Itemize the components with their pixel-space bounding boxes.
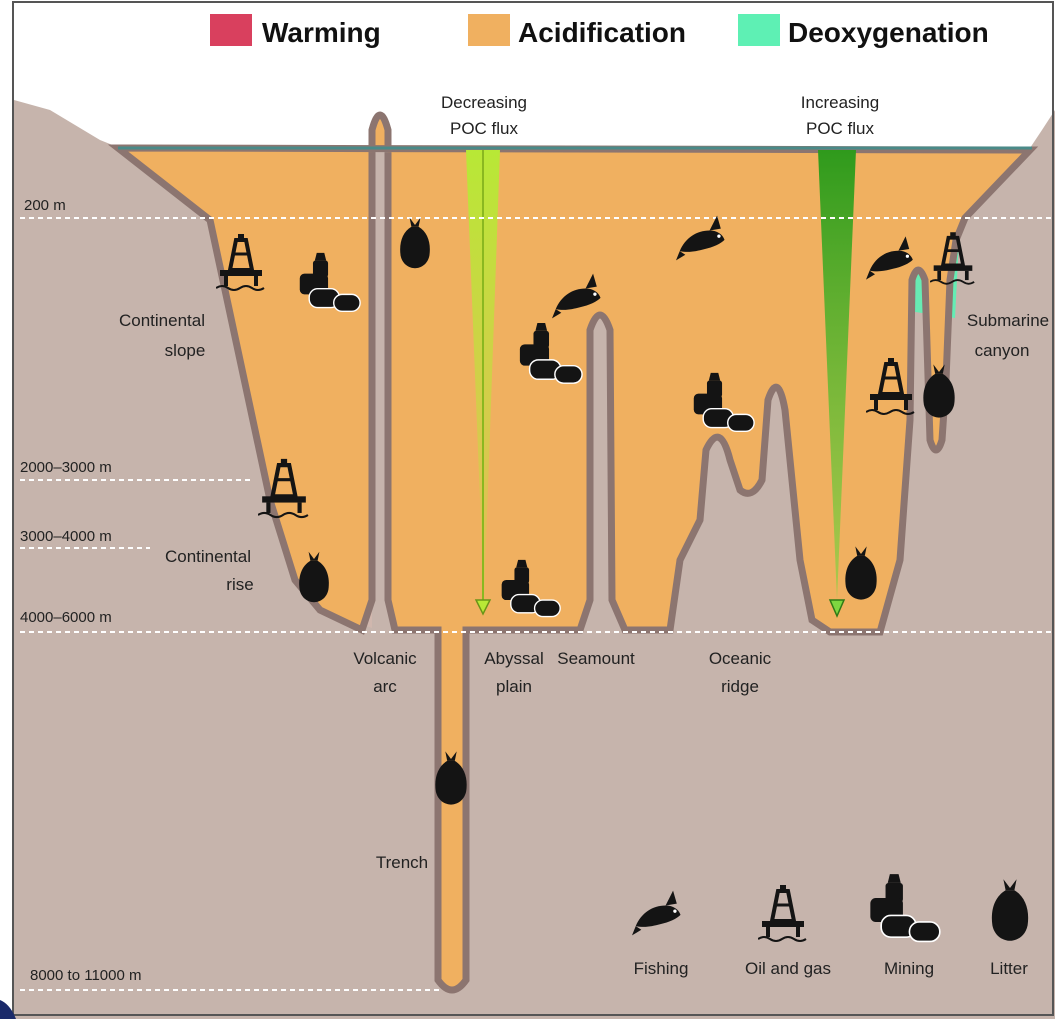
legend-warming: Warming [262,17,381,48]
key-mining-label: Mining [884,959,934,978]
label-oceanic-ridge-1: Oceanic [709,649,772,668]
label-continental-rise-1: Continental [165,547,251,566]
acidification-swatch [468,14,510,46]
depth-3000-4000: 3000–4000 m [20,528,112,545]
label-continental-rise-2: rise [226,575,253,594]
label-submarine-canyon-1: Submarine [967,311,1049,330]
deoxygenation-swatch [738,14,780,46]
label-continental-slope-1: Continental [119,311,205,330]
key-oil-gas-label: Oil and gas [745,959,831,978]
poc-flux-increasing [818,150,856,618]
label-abyssal-plain-2: plain [496,677,532,696]
label-volcanic-arc-1: Volcanic [353,649,417,668]
corner-mark [0,1000,16,1019]
depth-2000-3000: 2000–3000 m [20,459,112,476]
flux-decreasing-line1: Decreasing [441,93,527,112]
label-abyssal-plain-1: Abyssal [484,649,544,668]
key-fishing-label: Fishing [634,959,689,978]
legend-deoxygenation: Deoxygenation [788,17,989,48]
label-volcanic-arc-2: arc [373,677,397,696]
depth-8000-11000: 8000 to 11000 m [30,967,141,984]
label-continental-slope-2: slope [165,341,206,360]
legend-acidification: Acidification [518,17,686,48]
poc-flux-decreasing [466,150,500,616]
key-litter-label: Litter [990,959,1028,978]
depth-lines [20,217,1055,991]
label-submarine-canyon-2: canyon [975,341,1030,360]
icon-key: Fishing Oil and gas Mining Litter [632,873,1028,978]
depth-4000-6000: 4000–6000 m [20,609,112,626]
frame [12,1,1054,1016]
flux-decreasing-line2: POC flux [450,119,519,138]
flux-increasing-line2: POC flux [806,119,875,138]
label-trench: Trench [376,853,428,872]
depth-200: 200 m [24,197,66,214]
label-oceanic-ridge-2: ridge [721,677,759,696]
flux-increasing-line1: Increasing [801,93,879,112]
label-seamount: Seamount [557,649,635,668]
warming-swatch [210,14,252,46]
